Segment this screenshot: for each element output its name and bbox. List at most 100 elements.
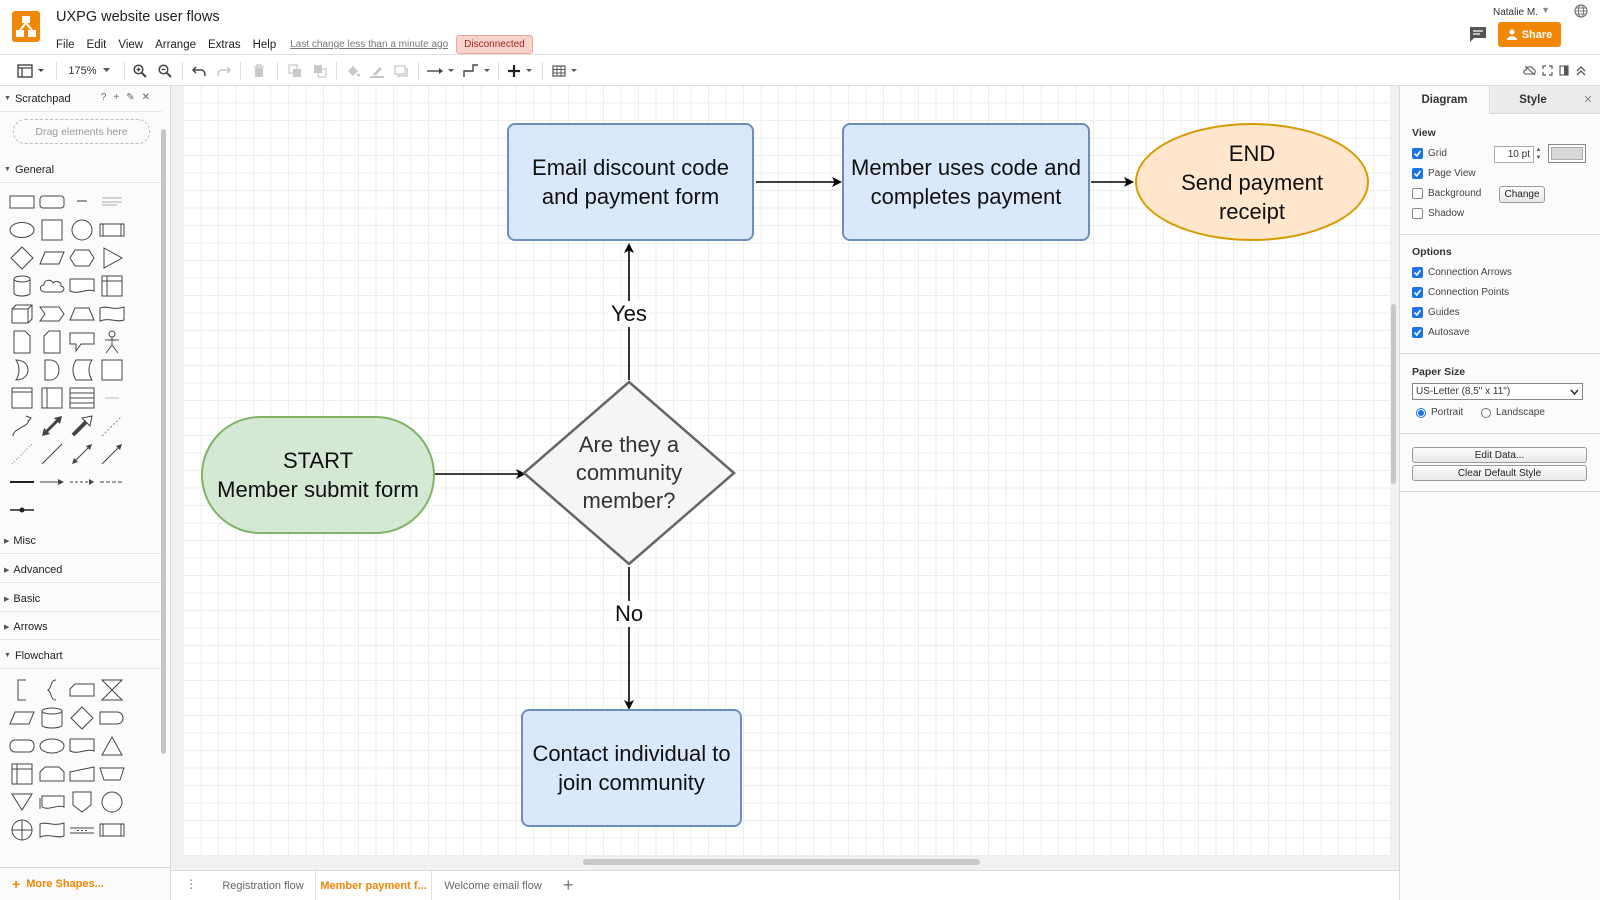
or-shape[interactable] — [7, 356, 37, 384]
parallelogram-shape[interactable] — [37, 244, 67, 272]
square-shape[interactable] — [37, 216, 67, 244]
section-basic[interactable]: ▶ Basic — [0, 586, 162, 612]
callout-shape[interactable] — [67, 328, 97, 356]
edge-label-no[interactable]: No — [612, 601, 647, 627]
decision-shape[interactable] — [67, 704, 97, 732]
zoom-in-icon[interactable] — [130, 55, 150, 86]
line-shape[interactable] — [37, 440, 67, 468]
end-node[interactable]: END Send payment receipt — [1135, 123, 1369, 241]
data-shape[interactable] — [7, 704, 37, 732]
menu-edit[interactable]: Edit — [86, 38, 107, 51]
dashed-connector-shape[interactable] — [97, 468, 127, 496]
no-cloud-icon[interactable] — [1522, 55, 1538, 86]
close-icon[interactable]: ✕ — [141, 92, 150, 103]
document-title[interactable]: UXPG website user flows — [56, 9, 220, 25]
user-name[interactable]: Natalie M. — [1492, 7, 1538, 18]
edit-icon[interactable]: ✎ — [126, 92, 135, 103]
tab-welcome-email-flow[interactable]: Welcome email flow — [444, 880, 542, 892]
annotation-shape[interactable] — [7, 676, 37, 704]
database-shape[interactable] — [37, 704, 67, 732]
or-flow-shape[interactable] — [7, 816, 37, 844]
undo-icon[interactable] — [189, 55, 209, 86]
rectangle-shape[interactable] — [7, 188, 37, 216]
directional-connector-shape[interactable] — [97, 440, 127, 468]
link-shape[interactable] — [7, 468, 37, 496]
page-view-checkbox[interactable]: Page View — [1412, 168, 1476, 179]
off-page-reference-shape[interactable] — [67, 788, 97, 816]
scratchpad-dropzone[interactable]: Drag elements here — [13, 119, 150, 144]
landscape-radio[interactable]: Landscape — [1481, 407, 1545, 418]
direct-data-shape[interactable] — [7, 732, 37, 760]
member-payment-node[interactable]: Member uses code and completes payment — [842, 123, 1090, 241]
format-panel-icon[interactable] — [1557, 55, 1571, 86]
extract-shape[interactable] — [97, 732, 127, 760]
sidebar-scrollbar[interactable] — [161, 129, 166, 754]
fullscreen-icon[interactable] — [1540, 55, 1554, 86]
diamond-shape[interactable] — [7, 244, 37, 272]
grid-checkbox[interactable]: Grid — [1412, 148, 1447, 159]
section-misc[interactable]: ▶ Misc — [0, 528, 162, 554]
brace-shape[interactable] — [37, 676, 67, 704]
internal-storage-shape[interactable] — [97, 272, 127, 300]
cloud-shape[interactable] — [37, 272, 67, 300]
delay-shape[interactable] — [97, 704, 127, 732]
guides-checkbox[interactable]: Guides — [1412, 307, 1460, 318]
waypoints-icon[interactable] — [462, 55, 492, 86]
actor-shape[interactable] — [97, 328, 127, 356]
pages-menu-icon[interactable]: ⋮ — [185, 877, 197, 891]
fill-color-icon[interactable] — [343, 55, 363, 86]
and-shape[interactable] — [37, 356, 67, 384]
multi-document-shape[interactable] — [37, 788, 67, 816]
edit-data-button[interactable]: Edit Data... — [1412, 447, 1587, 463]
section-general[interactable]: ▼ General — [0, 157, 162, 183]
menu-arrange[interactable]: Arrange — [155, 38, 196, 51]
help-icon[interactable]: ? — [100, 92, 107, 103]
cylinder-shape[interactable] — [7, 272, 37, 300]
portrait-radio[interactable]: Portrait — [1416, 407, 1463, 418]
to-front-icon[interactable] — [285, 55, 305, 86]
share-button[interactable]: Share — [1498, 22, 1561, 47]
start-node[interactable]: START Member submit form — [201, 416, 435, 534]
add-icon[interactable]: + — [113, 92, 120, 103]
document-flow-shape[interactable] — [67, 732, 97, 760]
grid-color-swatch[interactable] — [1548, 144, 1586, 163]
clear-default-style-button[interactable]: Clear Default Style — [1412, 465, 1587, 481]
menu-file[interactable]: File — [56, 38, 75, 51]
add-page-icon[interactable]: + — [563, 875, 574, 895]
grid-size-stepper[interactable]: ▲▼ — [1535, 147, 1542, 161]
table-icon[interactable] — [551, 55, 581, 86]
section-flowchart[interactable]: ▼ Flowchart — [0, 643, 162, 669]
tab-diagram[interactable]: Diagram — [1400, 86, 1489, 114]
section-arrows[interactable]: ▶ Arrows — [0, 614, 162, 640]
to-back-icon[interactable] — [310, 55, 330, 86]
line-color-icon[interactable] — [367, 55, 387, 86]
zoom-out-icon[interactable] — [155, 55, 175, 86]
shadow-icon[interactable] — [391, 55, 411, 86]
more-shapes-button[interactable]: + More Shapes... — [0, 867, 170, 900]
vertical-scrollbar[interactable] — [1391, 304, 1396, 484]
card-flow-shape[interactable] — [67, 676, 97, 704]
process-shape[interactable] — [97, 216, 127, 244]
document-shape[interactable] — [67, 272, 97, 300]
horizontal-scrollbar[interactable] — [583, 859, 980, 865]
chevron-down-icon[interactable]: ▼ — [1541, 5, 1550, 15]
tab-style[interactable]: Style — [1489, 86, 1576, 114]
link-arrow-shape[interactable] — [37, 468, 67, 496]
display-shape[interactable] — [37, 732, 67, 760]
trapezoid-shape[interactable] — [67, 300, 97, 328]
section-advanced[interactable]: ▶ Advanced — [0, 557, 162, 583]
connection-points-checkbox[interactable]: Connection Points — [1412, 287, 1509, 298]
ellipse-shape[interactable] — [7, 216, 37, 244]
association-shape[interactable] — [7, 496, 37, 524]
triangle-shape[interactable] — [97, 244, 127, 272]
globe-icon[interactable] — [1574, 4, 1588, 18]
step-shape[interactable] — [37, 300, 67, 328]
on-page-reference-shape[interactable] — [97, 788, 127, 816]
background-checkbox[interactable]: Background — [1412, 188, 1481, 199]
change-background-button[interactable]: Change — [1499, 186, 1545, 203]
contact-individual-node[interactable]: Contact individual to join community — [521, 709, 742, 827]
connection-arrows-checkbox[interactable]: Connection Arrows — [1412, 267, 1512, 278]
tab-registration-flow[interactable]: Registration flow — [222, 880, 304, 892]
rounded-rectangle-shape[interactable] — [37, 188, 67, 216]
frame-shape[interactable] — [7, 384, 37, 412]
